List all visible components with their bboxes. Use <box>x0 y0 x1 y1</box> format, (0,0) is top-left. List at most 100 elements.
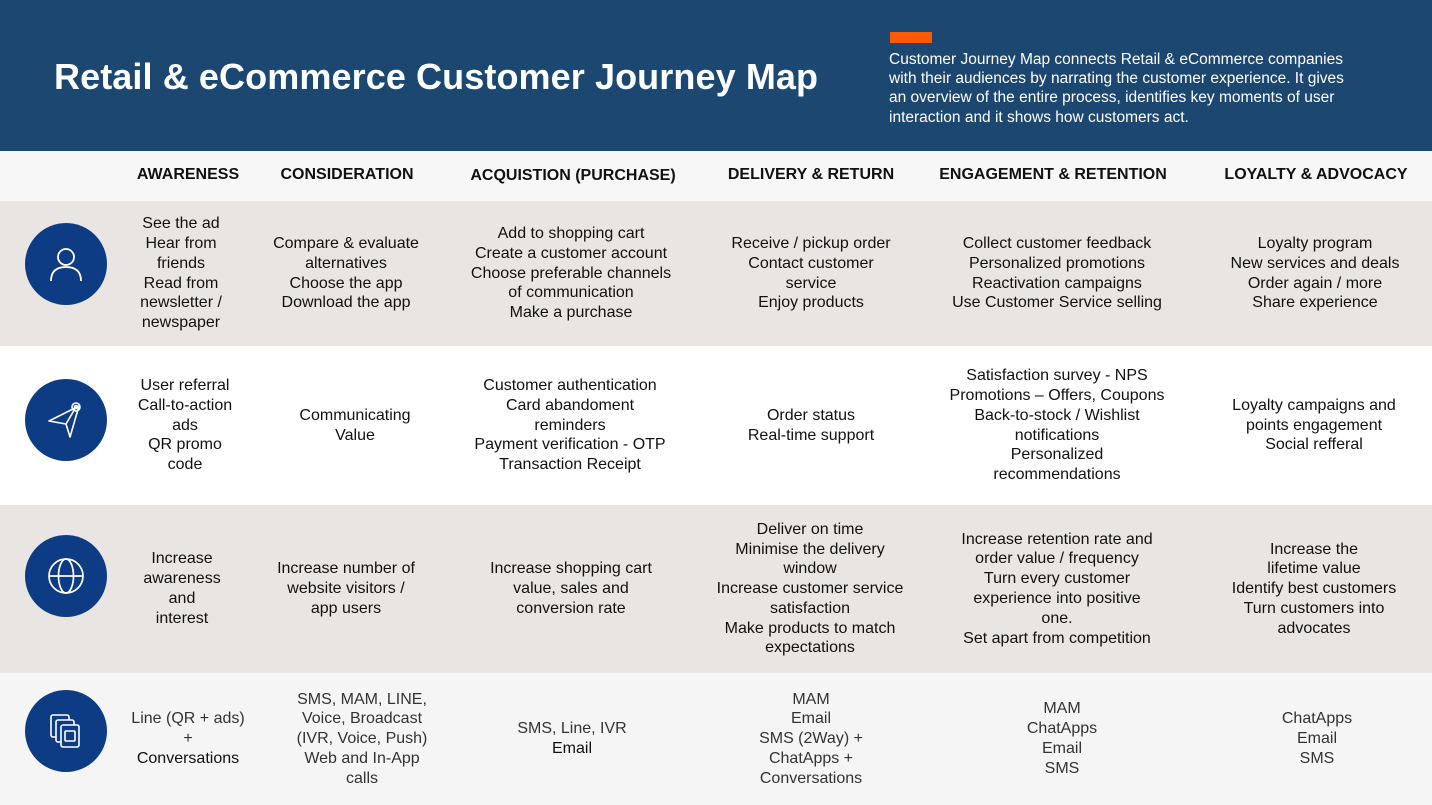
cell-line: Enjoy products <box>758 294 864 312</box>
cell-line: Call-to-action <box>137 396 233 414</box>
cell-line: + <box>183 730 193 748</box>
cell-line: Turn customers into <box>1243 599 1385 617</box>
journey-row-channels: Line (QR + ads) + Conversations SMS, MAM… <box>0 673 1432 805</box>
cell-line: (IVR, Voice, Push) <box>296 730 428 748</box>
cell-line: order value / frequency <box>975 550 1139 568</box>
cell-line: window <box>783 560 837 578</box>
cell-acquisition: Increase shopping cart value, sales and … <box>490 505 652 673</box>
cell-line: Email <box>790 710 831 728</box>
cell-consideration: Compare & evaluate alternatives Choose t… <box>273 201 419 346</box>
cell-line: ChatApps + <box>768 749 854 767</box>
journey-row-goals: Increase awareness and interest Increase… <box>0 505 1432 673</box>
cell-engagement-retention: MAM ChatApps Email SMS <box>1027 673 1097 805</box>
cell-engagement-retention: Collect customer feedback Personalized p… <box>952 201 1162 346</box>
cell-line: Share experience <box>1252 294 1378 312</box>
cell-loyalty-advocacy: Loyalty program New services and deals O… <box>1231 201 1400 346</box>
cell-line: Increase retention rate and <box>961 530 1153 548</box>
cell-line: Email <box>1041 740 1083 757</box>
cell-line: newspaper <box>141 314 221 332</box>
cell-line: lifetime value <box>1267 560 1361 578</box>
cell-acquisition: Add to shopping cart Create a customer a… <box>471 201 671 346</box>
column-header-acquisition: ACQUISTION (PURCHASE) <box>470 167 676 184</box>
column-header-consideration: CONSIDERATION <box>280 166 414 183</box>
cell-line: User referral <box>140 377 230 394</box>
cell-line: website visitors / <box>287 580 405 598</box>
cell-line: Make products to match <box>724 619 896 637</box>
cell-line: Hear from <box>145 234 217 252</box>
journey-row-touchpoints: User referral Call-to-action ads QR prom… <box>0 346 1432 505</box>
cell-line: Customer authentication <box>483 377 657 394</box>
cell-engagement-retention: Increase retention rate and order value … <box>961 505 1152 673</box>
cell-line: Turn every customer <box>983 570 1131 588</box>
cell-line: Deliver on time <box>756 520 864 538</box>
cell-line: service <box>785 274 837 292</box>
globe-icon <box>25 535 107 617</box>
cell-line: Increase shopping cart <box>490 560 652 578</box>
cell-line: Transaction Receipt <box>499 456 641 474</box>
cell-line: Make a purchase <box>509 304 633 322</box>
cell-line: reminders <box>534 416 606 434</box>
cell-consideration: SMS, MAM, LINE, Voice, Broadcast (IVR, V… <box>297 673 428 805</box>
cell-line: SMS <box>1044 759 1080 777</box>
description-line: with their audiences by narrating the cu… <box>889 70 1344 88</box>
page-title: Retail & eCommerce Customer Journey Map <box>54 56 819 97</box>
cell-line: calls <box>345 769 378 787</box>
cell-loyalty-advocacy: Increase the lifetime value Identify bes… <box>1232 505 1397 673</box>
cell-line: Increase the <box>1269 540 1359 558</box>
description-line: Customer Journey Map connects Retail & e… <box>889 51 1343 68</box>
cell-line: Value <box>335 426 375 444</box>
cell-line: SMS, Line, IVR <box>517 720 627 738</box>
cell-line: Line (QR + ads) <box>131 710 245 728</box>
cell-line: code <box>167 456 203 474</box>
cell-line: Voice, Broadcast <box>301 710 423 728</box>
cell-line: Choose preferable channels <box>470 264 672 282</box>
cell-line: Conversations <box>759 769 863 787</box>
navigation-arrow-icon <box>25 379 107 461</box>
cell-line: satisfaction <box>769 599 851 617</box>
cell-line: Social refferal <box>1265 436 1363 454</box>
cell-line: Web and In-App <box>304 749 420 767</box>
cell-line: QR promo <box>148 436 222 454</box>
cell-line: Collect customer feedback <box>962 234 1152 252</box>
cell-line: Choose the app <box>289 274 403 292</box>
cell-acquisition: Customer authentication Card abandoment … <box>474 346 665 505</box>
cell-line: Promotions – Offers, Coupons <box>949 386 1165 404</box>
cell-line: conversion rate <box>516 599 626 617</box>
cell-line: app users <box>310 599 382 617</box>
cell-line: of communication <box>508 284 634 302</box>
cell-line: ChatApps <box>1281 710 1353 728</box>
cell-line: alternatives <box>305 254 387 272</box>
cell-line: awareness <box>143 570 221 588</box>
cell-delivery-return: Receive / pickup order Contact customer … <box>731 201 890 346</box>
cell-line: Loyalty program <box>1257 234 1373 252</box>
header-banner: Retail & eCommerce Customer Journey Map … <box>0 0 1432 151</box>
cell-engagement-retention: Satisfaction survey - NPS Promotions – O… <box>950 346 1165 505</box>
cell-line: newsletter / <box>140 294 222 312</box>
column-header-engagement-retention: ENGAGEMENT & RETENTION <box>939 166 1167 183</box>
cell-awareness: See the ad Hear from friends Read from n… <box>140 201 222 346</box>
cell-line: points engagement <box>1245 416 1383 434</box>
cell-line: notifications <box>1014 426 1100 444</box>
cell-line: Contact customer <box>748 254 874 272</box>
journey-row-actions: See the ad Hear from friends Read from n… <box>0 201 1432 346</box>
column-header-loyalty-advocacy: LOYALTY & ADVOCACY <box>1224 166 1408 183</box>
cell-loyalty-advocacy: Loyalty campaigns and points engagement … <box>1232 346 1396 505</box>
cell-awareness: Line (QR + ads) + Conversations <box>131 673 244 805</box>
cell-delivery-return: Order status Real-time support <box>748 346 874 505</box>
column-header-delivery-return: DELIVERY & RETURN <box>727 166 895 183</box>
cell-line: SMS (2Way) + <box>759 730 863 748</box>
cell-line: value, sales and <box>513 580 629 598</box>
cell-line: Identify best customers <box>1231 580 1397 598</box>
cell-line: ads <box>172 416 198 434</box>
cell-consideration: Increase number of website visitors / ap… <box>277 505 415 673</box>
cell-line: Personalized <box>1010 446 1104 464</box>
cell-line: Use Customer Service selling <box>952 294 1162 312</box>
cell-awareness: User referral Call-to-action ads QR prom… <box>138 346 232 505</box>
cell-line: Create a customer account <box>474 244 668 262</box>
cell-line: Communicating <box>299 406 411 424</box>
cell-line: expectations <box>765 639 855 657</box>
cell-line: SMS <box>1299 749 1335 767</box>
cell-line: Order status <box>766 406 856 424</box>
cell-line: Card abandoment <box>505 396 635 414</box>
cell-line: Receive / pickup order <box>731 234 891 252</box>
